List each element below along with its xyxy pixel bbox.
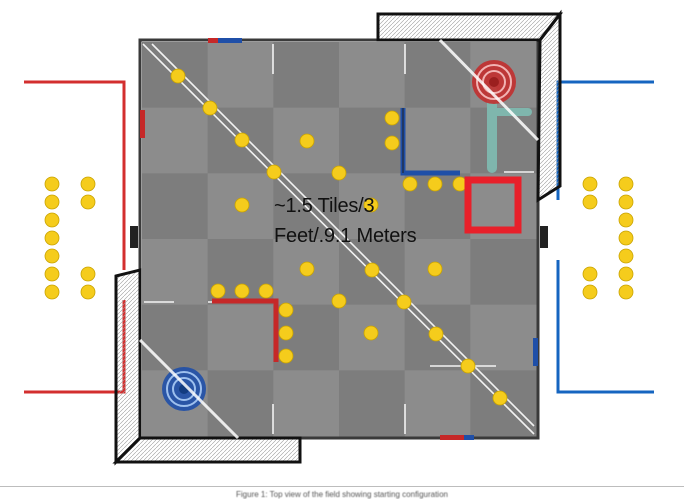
ball <box>618 212 634 228</box>
field-tile <box>207 304 274 371</box>
ball <box>299 261 315 277</box>
corner-goal-top-right <box>376 9 564 203</box>
ball <box>427 261 443 277</box>
field-tile <box>339 42 406 109</box>
ball <box>331 165 347 181</box>
bottom-divider <box>0 486 684 487</box>
field-tile <box>470 304 537 371</box>
field-tile <box>273 370 340 437</box>
ball <box>258 283 274 299</box>
ball <box>210 283 226 299</box>
ball <box>618 176 634 192</box>
ball <box>44 230 60 246</box>
ball <box>492 390 508 406</box>
ball <box>234 197 250 213</box>
ball <box>582 176 598 192</box>
field-tile <box>273 42 340 109</box>
ball <box>80 194 96 210</box>
ball <box>460 358 476 374</box>
ball <box>170 68 186 84</box>
ball <box>618 230 634 246</box>
blue-goal-icon <box>162 367 206 411</box>
ball <box>618 284 634 300</box>
field-tile <box>404 42 471 109</box>
figure-caption: Figure 1: Top view of the field showing … <box>236 491 448 499</box>
blue-alliance-station <box>556 80 654 394</box>
ball <box>618 194 634 210</box>
ball <box>266 164 282 180</box>
annotation-line-1: ~1.5 Tiles/3 <box>274 195 375 217</box>
field-tile <box>142 173 209 240</box>
red-barrier <box>212 298 279 362</box>
ball <box>44 266 60 282</box>
ball <box>331 293 347 309</box>
field-tile <box>470 239 537 306</box>
field-tile <box>142 239 209 306</box>
ball <box>363 197 379 213</box>
corner-goal-bottom-left <box>112 268 302 466</box>
ball <box>618 266 634 282</box>
annotation-line-2: Feet/.9.1 Meters <box>274 225 417 247</box>
highlight-box <box>464 176 522 234</box>
ball <box>44 194 60 210</box>
ball <box>80 266 96 282</box>
ball <box>363 325 379 341</box>
field-tile <box>404 107 471 174</box>
ball <box>234 132 250 148</box>
field-tile <box>404 370 471 437</box>
ball <box>402 176 418 192</box>
ball <box>618 248 634 264</box>
ball <box>80 176 96 192</box>
ball <box>80 284 96 300</box>
ball <box>582 266 598 282</box>
ball <box>428 326 444 342</box>
ball <box>44 176 60 192</box>
field-perimeter <box>138 38 540 440</box>
ball <box>44 284 60 300</box>
field-tile <box>142 304 209 371</box>
wall-pads <box>130 38 548 440</box>
ball <box>278 325 294 341</box>
ball <box>278 348 294 364</box>
field-tile <box>207 370 274 437</box>
field-floor <box>142 42 537 437</box>
red-alliance-station <box>24 80 126 394</box>
field-tile <box>142 107 209 174</box>
ball <box>396 294 412 310</box>
field-tile <box>339 370 406 437</box>
ball <box>44 248 60 264</box>
ball <box>234 283 250 299</box>
distance-annotation: ~1.5 Tiles/3 Feet/.9.1 Meters <box>274 191 474 251</box>
game-balls <box>44 68 634 406</box>
blue-barrier <box>400 108 460 176</box>
field-diagram <box>24 9 654 466</box>
ball <box>364 262 380 278</box>
ball <box>278 302 294 318</box>
ball <box>44 212 60 228</box>
ball <box>582 284 598 300</box>
ball <box>384 135 400 151</box>
ball <box>299 133 315 149</box>
ball <box>427 176 443 192</box>
red-goal-icon <box>472 60 516 104</box>
field-tile <box>470 107 537 174</box>
ball <box>202 100 218 116</box>
ball <box>582 194 598 210</box>
field-tile <box>207 42 274 109</box>
ball <box>384 110 400 126</box>
